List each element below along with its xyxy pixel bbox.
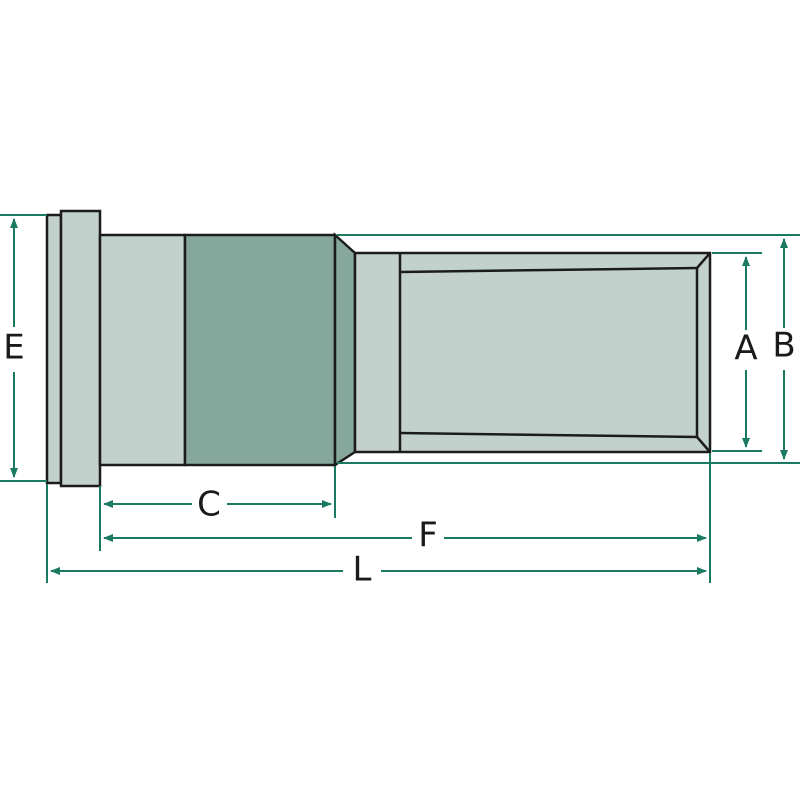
thread-tip-chamfer-bottom <box>696 436 711 453</box>
dimension-labels: E C F L A B <box>3 326 795 590</box>
label-f: F <box>418 516 438 556</box>
shank-chamfer <box>333 232 357 468</box>
thread-section <box>353 251 712 454</box>
label-e: E <box>3 328 24 368</box>
shank-knurled <box>183 233 337 467</box>
label-l: L <box>353 550 372 590</box>
thread-root-top <box>399 266 698 274</box>
shank-plain <box>98 233 187 467</box>
head-flange <box>59 209 102 488</box>
thread-tip-chamfer-top <box>696 252 711 269</box>
head-washer <box>45 213 63 485</box>
thread-root-bottom <box>399 431 698 439</box>
dimension-lines <box>0 214 800 583</box>
label-c: C <box>197 485 221 525</box>
label-b: B <box>772 326 795 366</box>
label-a: A <box>734 329 757 369</box>
stud-part <box>45 209 712 488</box>
